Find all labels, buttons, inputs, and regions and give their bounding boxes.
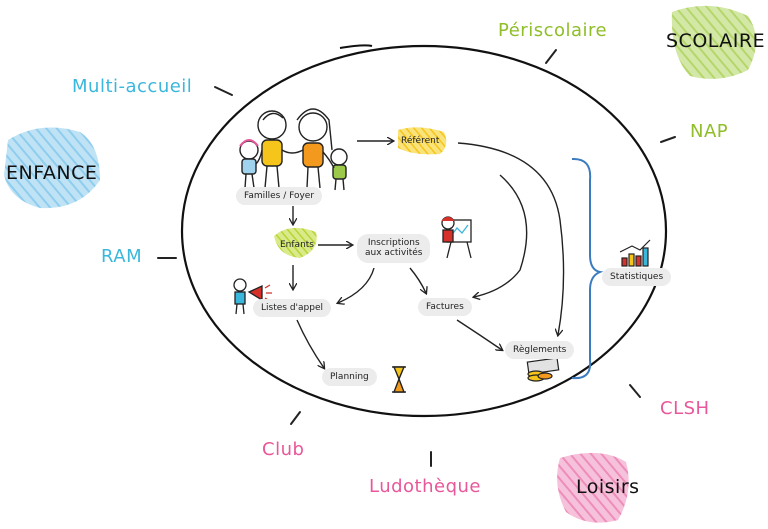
arrow-referent-factures [474, 174, 528, 297]
arrow-factures-reglements [456, 319, 502, 350]
referent-highlight [398, 127, 447, 155]
inscriptions-line-1: Inscriptions [367, 238, 420, 248]
enfants-highlight [274, 227, 317, 258]
node-familles-foyer: Familles / Foyer [236, 187, 323, 206]
node-statistiques: Statistiques [602, 268, 672, 287]
label-scolaire: SCOLAIRE [666, 30, 766, 52]
label-loisirs: Loisirs [576, 476, 640, 498]
family-illustration [239, 108, 348, 191]
node-inscriptions: Inscriptions aux activités [357, 234, 431, 263]
inscriptions-line-2: aux activités [365, 248, 423, 259]
label-ludotheque: Ludothèque [369, 476, 482, 497]
label-periscolaire: Périscolaire [498, 20, 608, 41]
bar-chart-icon [619, 239, 651, 267]
arrow-listes-planning [296, 319, 324, 368]
megaphone-kid-icon [233, 278, 272, 315]
node-referent: Référent [401, 136, 440, 146]
node-listes-appel: Listes d'appel [253, 299, 331, 318]
enfance-highlight [4, 127, 100, 209]
node-reglements: Règlements [505, 341, 575, 360]
label-club: Club [262, 439, 305, 460]
scolaire-highlight [671, 5, 756, 79]
node-enfants: Enfants [280, 240, 314, 250]
label-ram: RAM [101, 246, 143, 267]
label-nap: NAP [690, 121, 729, 142]
loisirs-highlight [557, 452, 629, 523]
flow-arrows [293, 141, 565, 368]
tick-marks [157, 49, 676, 467]
money-stack-icon [526, 357, 560, 382]
teacher-board-icon [441, 216, 472, 259]
hourglass-icon [392, 366, 406, 393]
ellipse-overstroke [339, 44, 373, 49]
label-enfance: ENFANCE [6, 162, 98, 184]
node-planning: Planning [322, 368, 377, 387]
node-factures: Factures [418, 298, 472, 317]
arrow-inscriptions-factures [409, 267, 426, 293]
arrow-referent-reglements [457, 142, 565, 335]
statistiques-brace [571, 157, 604, 380]
label-clsh: CLSH [660, 398, 710, 419]
label-multi-accueil: Multi-accueil [72, 76, 193, 97]
arrow-inscriptions-listes [338, 267, 375, 303]
main-ellipse [180, 44, 668, 418]
